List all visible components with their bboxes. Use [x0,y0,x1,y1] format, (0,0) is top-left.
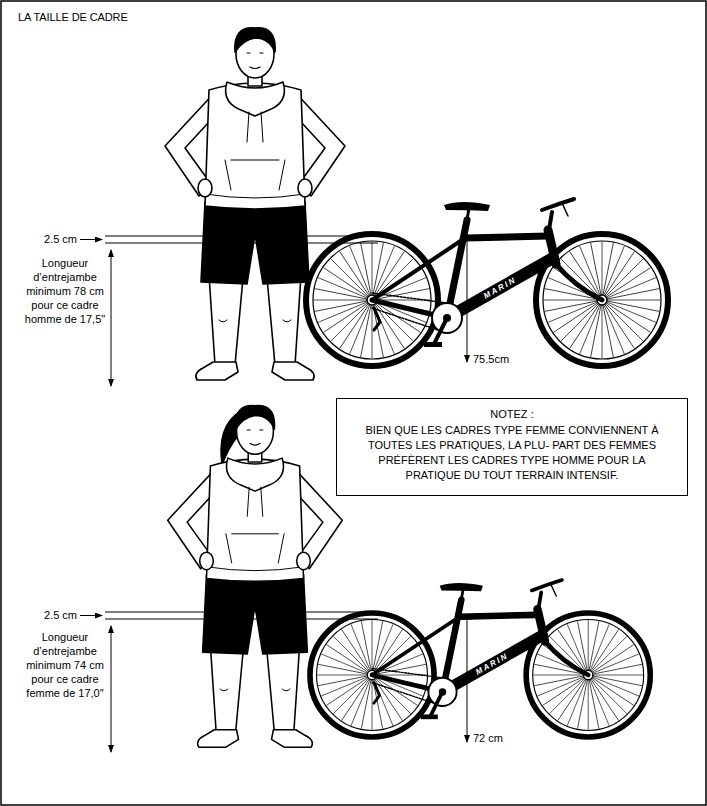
figure-title: LA TAILLE DE CADRE [18,11,128,23]
height-tick [462,619,472,620]
inseam-arrow [111,626,112,752]
note-box: NOTEZ :BIEN QUE LES CADRES TYPE FEMME CO… [336,398,688,496]
dimension-label: 2.5 cm [44,608,77,622]
clearance-line [105,243,378,244]
note-body: BIEN QUE LES CADRES TYPE FEMME CONVIENNE… [351,423,673,483]
man-figure [165,28,345,380]
clearance-line [105,612,378,613]
men-bike [304,199,670,368]
pointer-arrow [80,239,102,240]
dimension-label: 72 cm [473,731,503,745]
dimension-label: 75.5cm [473,352,509,366]
pointer-arrow [80,615,102,616]
women-bike [308,580,652,739]
dimension-label: 2.5 cm [44,232,77,246]
inseam-arrow [111,250,112,386]
frame-logo: MARIN [482,275,518,301]
frame-logo: MARIN [474,651,510,677]
height-tick [462,240,472,241]
inseam-note: Longueur d’entrejambe minimum 78 cm pour… [22,256,108,326]
height-arrow [467,240,468,362]
height-arrow [467,619,468,742]
inseam-note: Longueur d’entrejambe minimum 74 cm pour… [22,630,108,700]
clearance-line [105,236,378,237]
clearance-line [105,619,378,620]
note-heading: NOTEZ : [351,407,673,422]
